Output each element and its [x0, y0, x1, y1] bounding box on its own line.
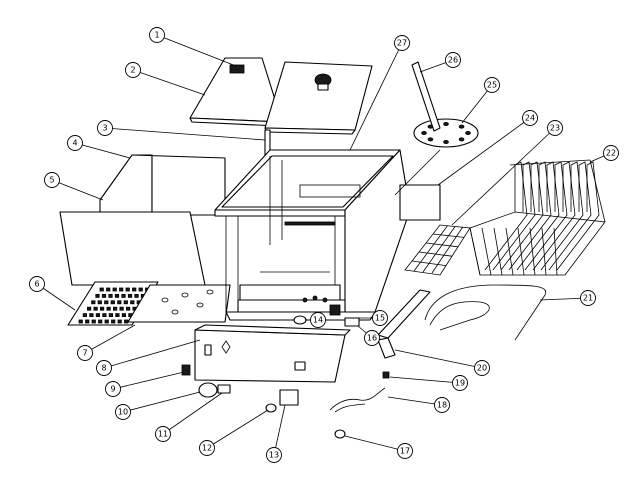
callout-20: 20 — [394, 349, 490, 376]
callout-18: 18 — [387, 396, 450, 413]
callout-number: 15 — [375, 314, 385, 323]
callout-11: 11 — [155, 392, 223, 442]
callout-number: 1 — [154, 31, 159, 40]
callout-24: 24 — [437, 110, 538, 186]
callout-17: 17 — [344, 435, 413, 459]
callout-13: 13 — [266, 404, 286, 463]
front-glass-panel — [59, 211, 206, 286]
callout-6: 6 — [29, 276, 76, 311]
spindle — [411, 61, 441, 132]
callout-number: 11 — [158, 430, 168, 439]
callout-9: 9 — [105, 371, 185, 397]
callout-19: 19 — [389, 375, 468, 391]
callout-number: 19 — [455, 379, 465, 388]
callout-3: 3 — [97, 120, 266, 141]
callout-number: 12 — [202, 444, 212, 453]
callout-8: 8 — [96, 339, 201, 376]
callout-12: 12 — [199, 409, 269, 456]
callout-number: 21 — [583, 294, 593, 303]
indicator-lamp — [181, 364, 191, 376]
strain-relief — [334, 429, 346, 439]
right-roof-cover — [264, 61, 373, 135]
callout-number: 25 — [487, 81, 497, 90]
callout-number: 24 — [525, 114, 535, 123]
callout-number: 26 — [448, 56, 458, 65]
control-components — [293, 295, 360, 327]
callout-number: 10 — [118, 408, 128, 417]
callout-number: 22 — [606, 149, 616, 158]
callout-number: 8 — [101, 364, 106, 373]
grommet — [265, 403, 277, 413]
callout-21: 21 — [539, 290, 596, 306]
callout-14: 14 — [305, 312, 326, 328]
callout-4: 4 — [67, 135, 131, 159]
heating-element — [424, 284, 547, 341]
small-grid-rack — [404, 224, 471, 276]
callout-25: 25 — [461, 77, 500, 124]
callout-number: 14 — [313, 316, 323, 325]
roof-handle — [229, 64, 245, 74]
callout-number: 3 — [102, 124, 107, 133]
callout-2: 2 — [125, 62, 206, 96]
callout-10: 10 — [115, 391, 201, 420]
callout-7: 7 — [77, 324, 136, 361]
left-roof-cover — [189, 57, 283, 127]
callout-number: 27 — [397, 39, 407, 48]
side-rail — [377, 289, 431, 339]
callout-5: 5 — [44, 172, 104, 201]
callout-26: 26 — [419, 52, 461, 73]
thermostat — [217, 384, 231, 394]
callout-number: 4 — [72, 139, 77, 148]
callout-number: 2 — [130, 66, 135, 75]
left-side-panel — [99, 154, 226, 216]
callout-number: 13 — [269, 451, 279, 460]
callout-16: 16 — [357, 325, 380, 346]
callout-number: 20 — [477, 364, 487, 373]
callout-number: 9 — [110, 385, 115, 394]
base-plate — [127, 284, 231, 323]
callout-15: 15 — [355, 310, 388, 326]
callout-1: 1 — [149, 27, 237, 67]
callout-27: 27 — [349, 35, 410, 151]
main-frame — [214, 149, 441, 321]
callout-number: 5 — [49, 176, 54, 185]
divider-rack — [469, 159, 606, 276]
callout-number: 18 — [437, 401, 447, 410]
callout-number: 16 — [367, 334, 377, 343]
power-cord — [329, 371, 390, 413]
callout-number: 7 — [82, 349, 87, 358]
thermostat-knob — [198, 382, 218, 398]
callout-number: 6 — [34, 280, 39, 289]
callout-number: 23 — [550, 124, 560, 133]
bracket — [279, 389, 299, 406]
callout-22: 22 — [589, 145, 619, 163]
callout-23: 23 — [451, 120, 563, 226]
callout-number: 17 — [400, 447, 410, 456]
control-box — [194, 324, 351, 383]
